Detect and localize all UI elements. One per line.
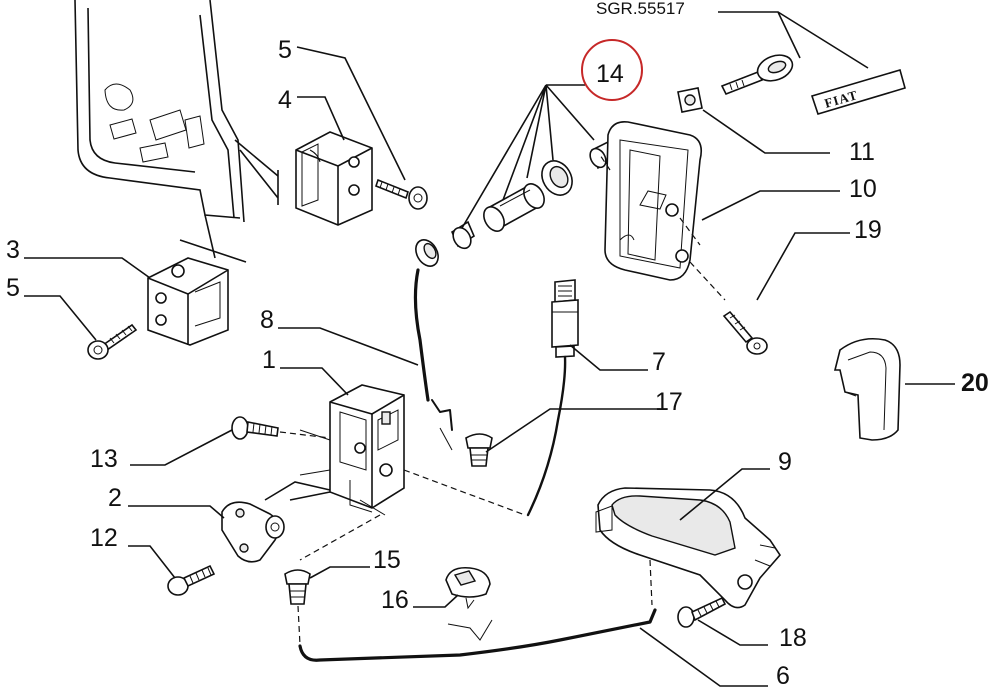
part-13-screw [231, 416, 331, 440]
callout-5-upper: 5 [278, 36, 292, 64]
callout-7: 7 [652, 348, 666, 376]
reference-code: SGR.55517 [596, 0, 685, 18]
callout-5-lower: 5 [6, 274, 20, 302]
part-16-clip [445, 566, 491, 610]
part-18-screw [677, 596, 727, 628]
part-7-microswitch [526, 279, 579, 517]
leader-lines [24, 46, 955, 687]
part-5-screw-lower [87, 323, 138, 360]
callout-3: 3 [6, 236, 20, 264]
callout-11: 11 [849, 138, 875, 166]
callout-13: 13 [90, 445, 118, 473]
callout-16: 16 [381, 586, 409, 614]
part-10-exterior-handle [599, 120, 726, 301]
callout-17: 17 [655, 388, 683, 416]
dash-lock-to-grommet [403, 469, 526, 516]
part-20-cover [833, 337, 901, 441]
part-3-lock-bracket [147, 257, 229, 346]
part-9-inside-handle [595, 487, 782, 609]
callout-labels: SGR.55517 5 4 14 11 10 19 3 5 8 1 7 20 1… [6, 0, 989, 688]
part-17-grommet [465, 433, 493, 467]
part-1-lock-body [264, 384, 405, 516]
highlight-circle [581, 39, 643, 101]
door-frame-illustration [74, 0, 279, 263]
part-8-rod [413, 268, 453, 451]
callout-19: 19 [854, 216, 882, 244]
dash-lock-to-15 [299, 514, 381, 561]
part-4-hinge-bracket [295, 131, 373, 226]
callout-15: 15 [373, 546, 401, 574]
callout-12: 12 [90, 524, 118, 552]
part-14-leaders [461, 84, 595, 229]
callout-18: 18 [779, 624, 807, 652]
part-6-rod [298, 608, 657, 662]
part-5-screw-upper [375, 178, 428, 210]
callout-6: 6 [776, 662, 790, 688]
part-14-lock-cylinder-set [415, 138, 617, 267]
callout-2: 2 [108, 484, 122, 512]
callout-8: 8 [260, 306, 274, 334]
callout-1: 1 [262, 346, 276, 374]
callout-4: 4 [278, 86, 292, 114]
part-12-screw [167, 564, 216, 596]
part-15-grommet [284, 569, 311, 646]
part-19-screw [722, 310, 768, 355]
part-11-clip [677, 87, 703, 113]
part-2-striker-plate [221, 501, 285, 563]
callout-10: 10 [849, 175, 877, 203]
callout-20: 20 [961, 369, 989, 397]
key-and-badge: FIAT [718, 11, 906, 115]
callout-14: 14 [596, 60, 624, 88]
callout-9: 9 [778, 448, 792, 476]
